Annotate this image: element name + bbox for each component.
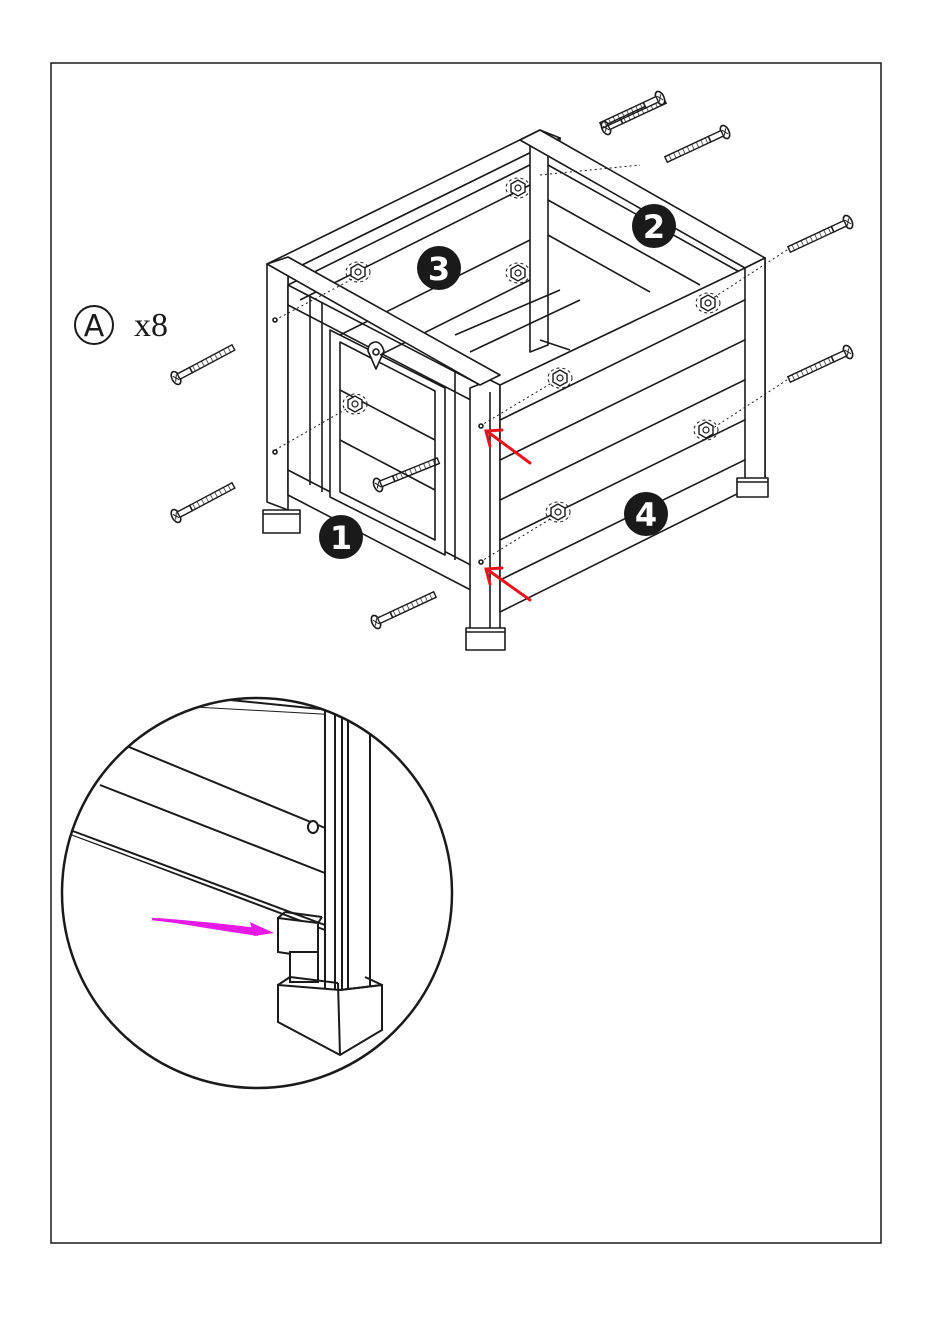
planter-assembly xyxy=(263,130,790,650)
part-badge-1: 1 xyxy=(319,515,363,559)
detail-pointer-arrow xyxy=(152,918,274,936)
part-number-4: 4 xyxy=(635,496,657,534)
part-badge-3: 3 xyxy=(417,246,461,290)
detail-magnifier xyxy=(60,698,452,1088)
hardware-legend: A x8 xyxy=(75,306,168,344)
part-number-2: 2 xyxy=(643,208,665,246)
part-badge-4: 4 xyxy=(624,492,668,536)
hardware-quantity: x8 xyxy=(134,307,168,344)
part-number-1: 1 xyxy=(330,519,352,557)
page-frame xyxy=(51,63,881,1243)
part-number-3: 3 xyxy=(428,250,450,288)
part-badge-2: 2 xyxy=(632,204,676,248)
hardware-letter: A xyxy=(84,309,105,344)
